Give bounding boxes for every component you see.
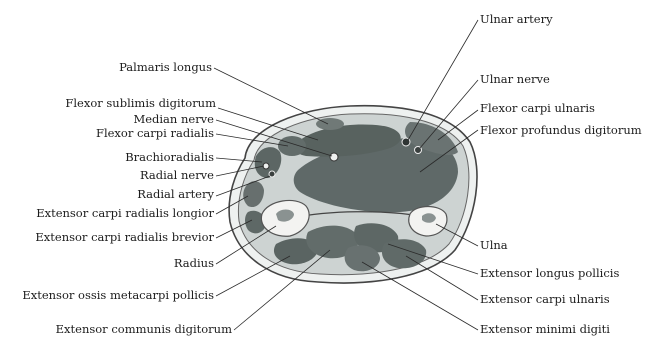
leader-palmaris-longus xyxy=(214,68,328,124)
label-flexor-profundus-digitorum: Flexor profundus digitorum xyxy=(480,123,642,137)
label-ulnar-nerve: Ulnar nerve xyxy=(480,72,550,86)
leader-extensor-ossis-metacarpi xyxy=(216,256,290,296)
label-radial-nerve: Radial nerve xyxy=(140,168,214,182)
label-extensor-carpi-ulnaris: Extensor carpi ulnaris xyxy=(480,292,610,306)
label-extensor-communis-digitorum: Extensor communis digitorum xyxy=(56,322,232,336)
label-extensor-carpi-radialis-longior: Extensor carpi radialis longior xyxy=(36,206,214,220)
label-flexor-sublimis-digitorum: Flexor sublimis digitorum xyxy=(65,96,216,110)
label-ulna: Ulna xyxy=(480,238,508,252)
label-extensor-minimi-digiti: Extensor minimi digiti xyxy=(480,322,610,336)
label-palmaris-longus: Palmaris longus xyxy=(119,60,212,74)
label-brachioradialis: Brachioradialis xyxy=(125,150,214,164)
label-extensor-longus-pollicis: Extensor longus pollicis xyxy=(480,266,619,280)
label-ulnar-artery: Ulnar artery xyxy=(480,12,553,26)
flexor-carpi-radialis-muscle xyxy=(278,136,306,156)
label-radial-artery: Radial artery xyxy=(137,187,214,201)
label-flexor-carpi-radialis: Flexor carpi radialis xyxy=(96,126,214,140)
median-nerve-vessel xyxy=(330,153,338,161)
cross-section-illustration xyxy=(229,106,477,283)
label-flexor-carpi-ulnaris: Flexor carpi ulnaris xyxy=(480,101,595,115)
label-radius: Radius xyxy=(174,256,214,270)
leader-extensor-carpi-ulnaris xyxy=(406,256,478,300)
label-extensor-carpi-radialis-brevior: Extensor carpi radialis brevior xyxy=(35,230,214,244)
label-median-nerve: Median nerve xyxy=(133,112,214,126)
label-extensor-ossis-metacarpi-pollicis: Extensor ossis metacarpi pollicis xyxy=(22,288,214,302)
